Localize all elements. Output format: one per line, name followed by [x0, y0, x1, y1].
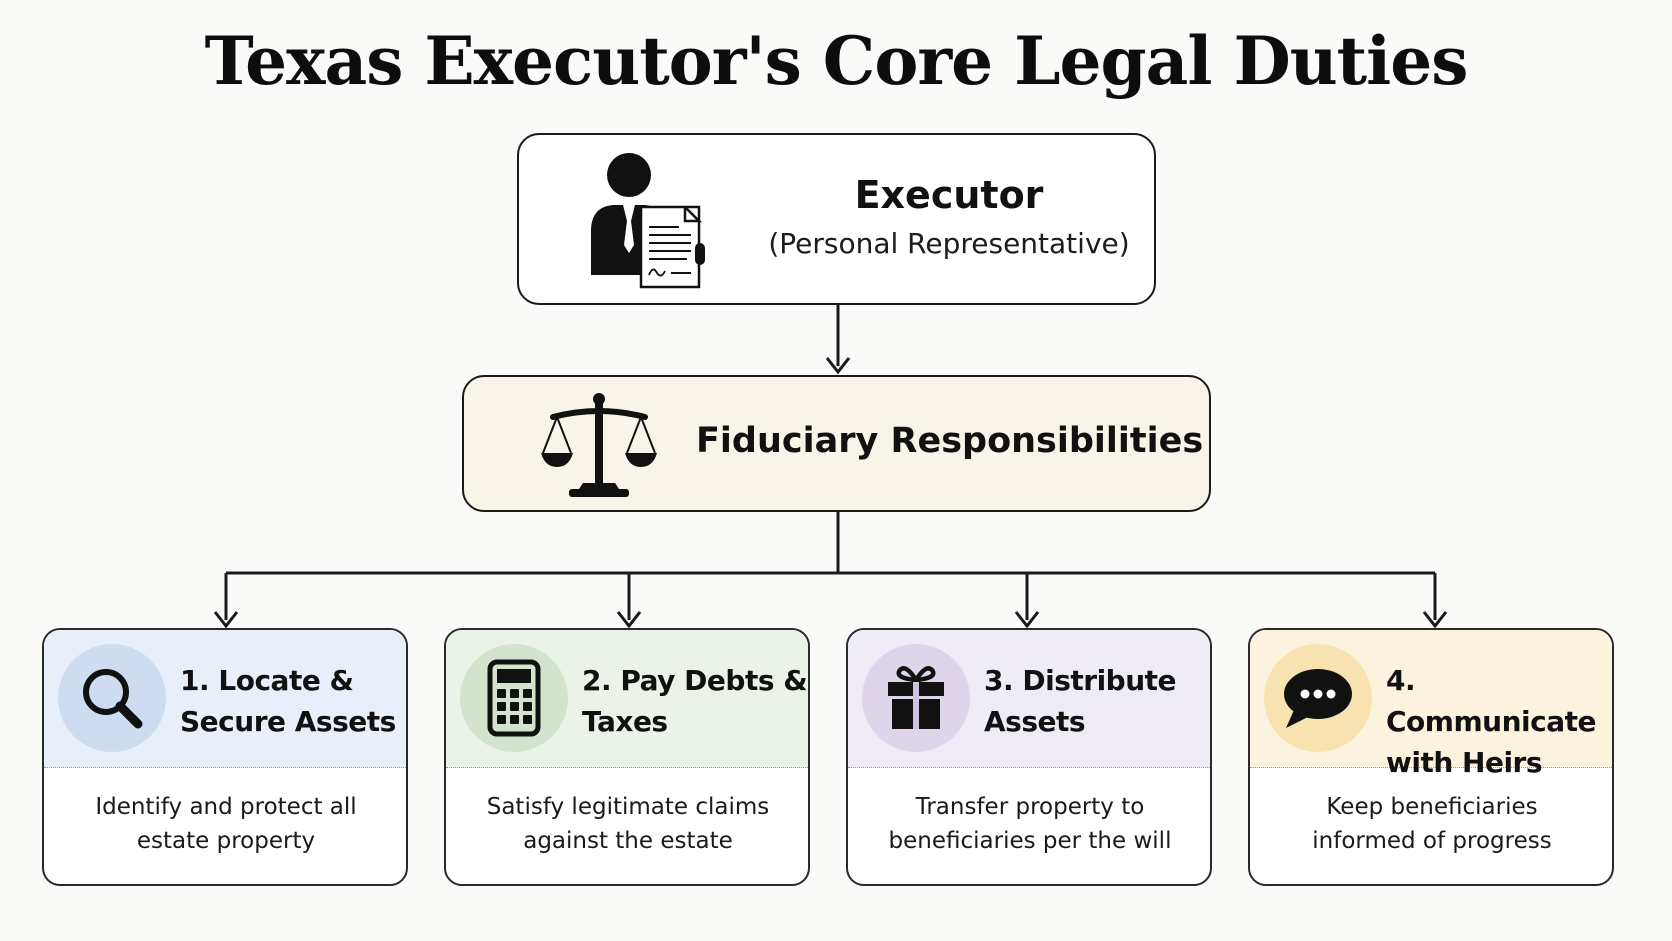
duty-card-header: 1. Locate & Secure Assets [44, 630, 406, 768]
diagram-title: Texas Executor's Core Legal Duties [204, 22, 1469, 100]
duty-description: Keep beneficiaries informed of progress [1264, 790, 1600, 858]
duty-title-line-2: with Heirs [1386, 746, 1543, 779]
duty-description-line-1: Keep beneficiaries [1326, 794, 1538, 820]
icon-circle [1264, 644, 1372, 752]
duty-description-line-2: informed of progress [1312, 828, 1552, 854]
scales-of-justice-icon [541, 393, 657, 497]
executor-title: Executor [854, 173, 1044, 217]
calculator-icon [487, 659, 541, 737]
duty-description: Satisfy legitimate claims against the es… [460, 790, 796, 858]
duty-card-communicate-heirs: 4. Communicate with Heirs Keep beneficia… [1248, 628, 1614, 886]
icon-circle [58, 644, 166, 752]
duty-card-header: 4. Communicate with Heirs [1250, 630, 1612, 779]
gift-icon [888, 666, 944, 729]
fiduciary-title: Fiduciary Responsibilities [696, 421, 1204, 461]
duty-title-line-1: 2. Pay Debts & [582, 664, 808, 697]
icon-circle [862, 644, 970, 752]
duty-description-line-1: Satisfy legitimate claims [486, 794, 770, 820]
duty-title-line-2: Secure Assets [180, 705, 396, 738]
duty-description-line-2: beneficiaries per the will [888, 828, 1172, 854]
duty-card-header: 2. Pay Debts & Taxes [446, 630, 808, 768]
duty-description-line-1: Transfer property to [915, 794, 1145, 820]
icon-circle [460, 644, 568, 752]
duty-title: 4. Communicate with Heirs [1386, 660, 1612, 783]
duty-title-line-2: Taxes [582, 705, 668, 738]
duty-title-line-1: 4. Communicate [1386, 664, 1596, 738]
duty-card-locate-secure: 1. Locate & Secure Assets Identify and p… [42, 628, 408, 886]
executor-with-document-icon [591, 153, 705, 289]
executor-box: Executor (Personal Representative) [517, 133, 1156, 305]
duty-description: Identify and protect all estate property [58, 790, 394, 858]
fiduciary-box: Fiduciary Responsibilities [462, 375, 1211, 512]
duty-title: 3. Distribute Assets [984, 660, 1210, 742]
duty-title-line-1: 1. Locate & [180, 664, 354, 697]
duty-title-line-2: Assets [984, 705, 1086, 738]
duty-card-pay-debts: 2. Pay Debts & Taxes Satisfy legitimate … [444, 628, 810, 886]
duty-card-header: 3. Distribute Assets [848, 630, 1210, 768]
executor-subtitle: (Personal Representative) [768, 227, 1130, 260]
duty-title: 1. Locate & Secure Assets [180, 660, 406, 742]
duty-title: 2. Pay Debts & Taxes [582, 660, 808, 742]
speech-bubble-icon [1284, 669, 1352, 728]
duty-description-line-2: against the estate [523, 828, 733, 854]
duty-title-line-1: 3. Distribute [984, 664, 1177, 697]
duty-card-distribute-assets: 3. Distribute Assets Transfer property t… [846, 628, 1212, 886]
duty-description: Transfer property to beneficiaries per t… [862, 790, 1198, 858]
magnifying-glass-icon [83, 669, 143, 729]
duty-description-line-2: estate property [136, 828, 316, 854]
duty-description-line-1: Identify and protect all [95, 794, 357, 820]
